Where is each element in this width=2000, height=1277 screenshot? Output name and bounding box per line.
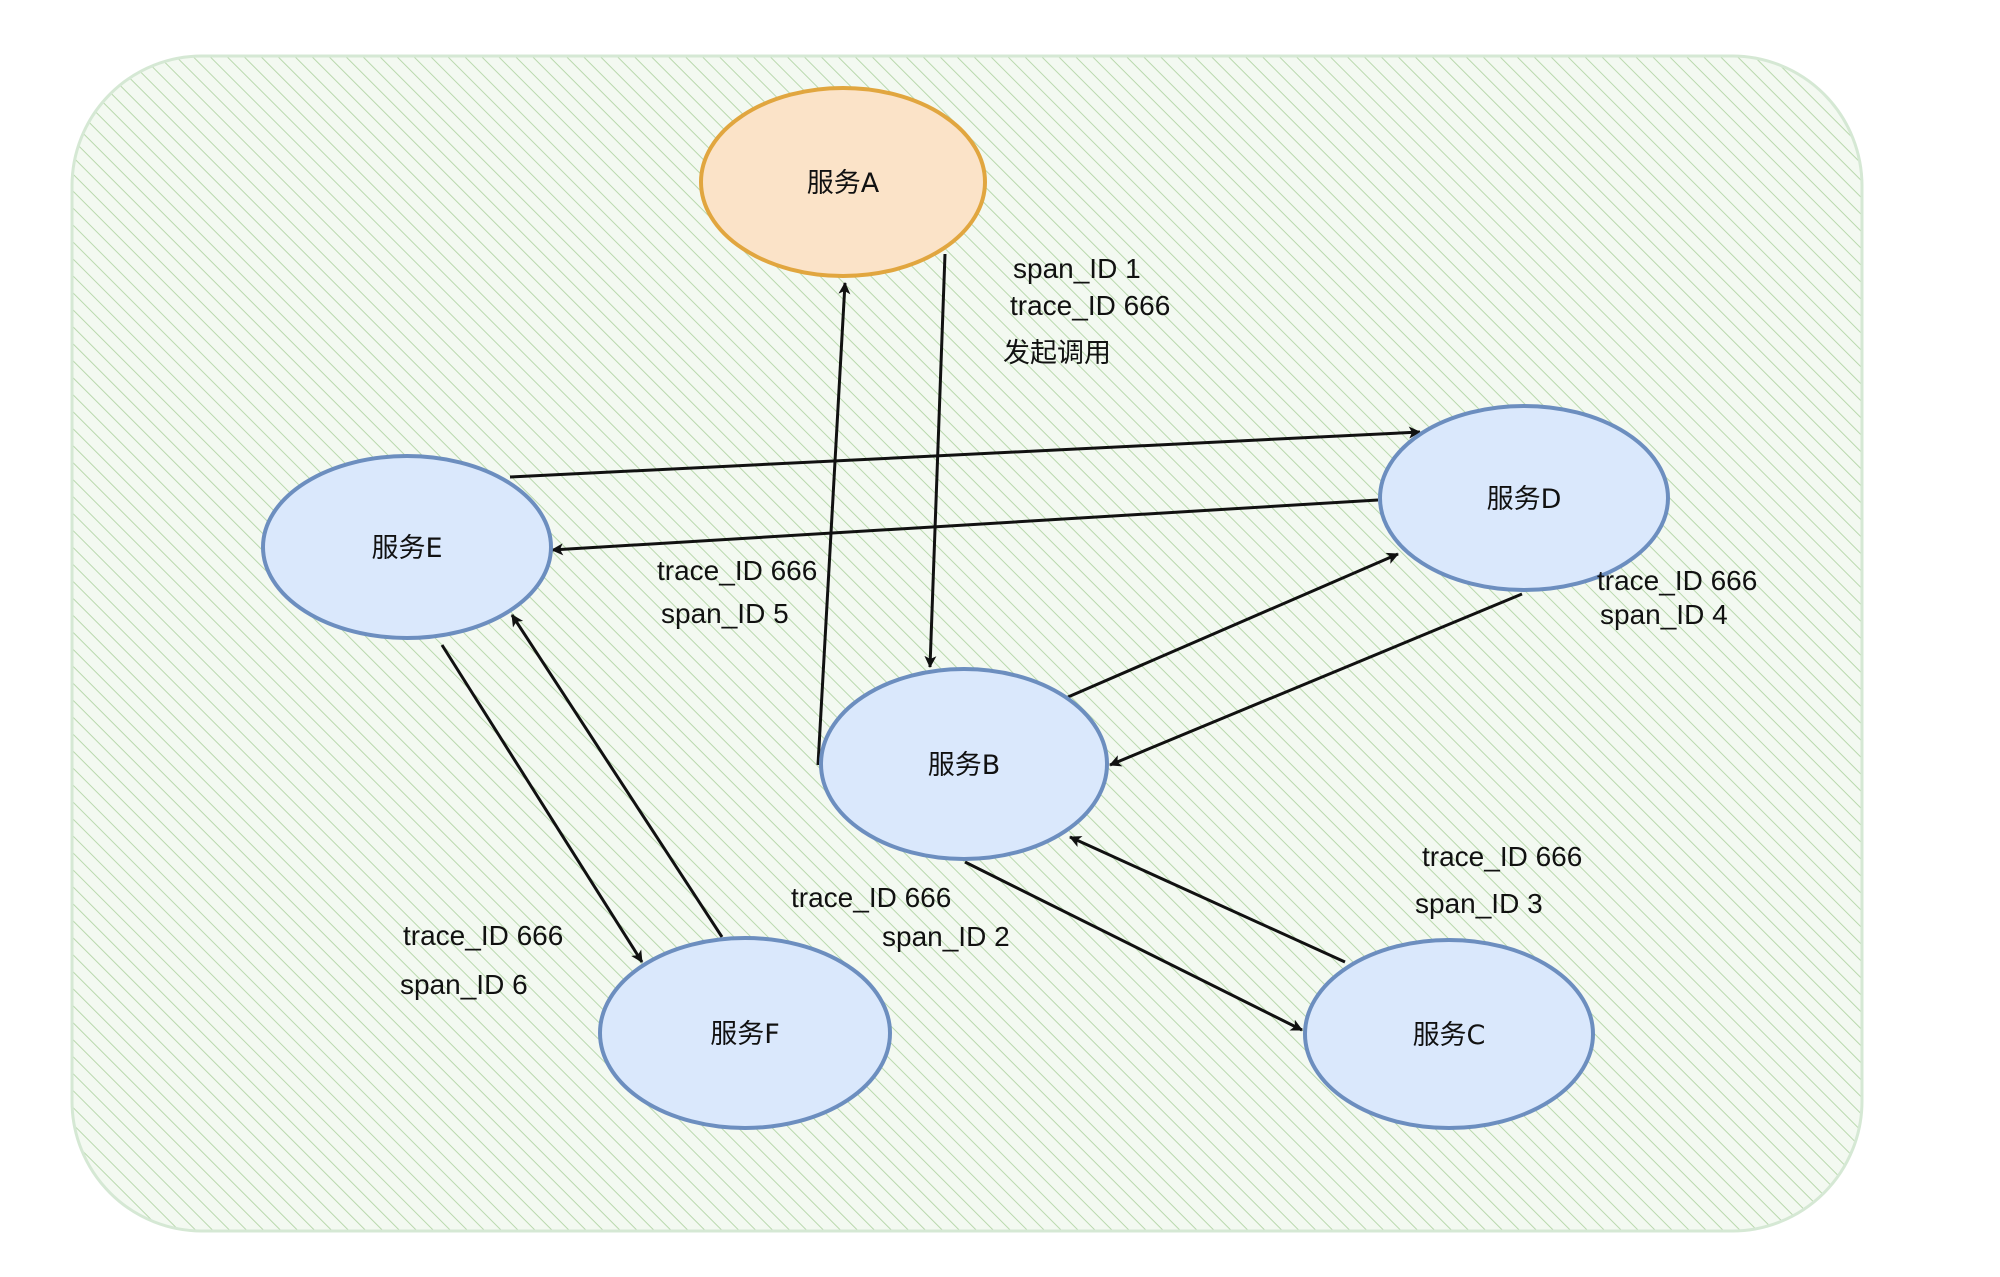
annotation-d-trace: trace_ID 666 — [1597, 565, 1757, 596]
annotation-a-trace: trace_ID 666 — [1010, 290, 1170, 321]
annotation-f-trace: trace_ID 666 — [403, 920, 563, 951]
node-service-f[interactable]: 服务F — [598, 936, 892, 1130]
edge-c-to-b[interactable] — [1069, 835, 1346, 964]
node-service-c-label: 服务C — [1413, 1020, 1486, 1051]
annotation-a-call: 发起调用 — [1003, 338, 1111, 369]
node-service-f-label: 服务F — [710, 1019, 780, 1050]
edge-b-to-d[interactable] — [1067, 552, 1399, 699]
node-service-b-label: 服务B — [928, 750, 1001, 781]
edge-e-to-f[interactable] — [440, 644, 644, 963]
annotation-c-span: span_ID 3 — [1415, 888, 1543, 919]
edge-b-to-a[interactable] — [816, 282, 851, 766]
edge-b-to-c[interactable] — [964, 860, 1303, 1032]
node-service-a-label: 服务A — [807, 168, 880, 199]
edge-a-to-b[interactable] — [924, 253, 947, 668]
container-frame — [70, 54, 1864, 1233]
node-service-e-label: 服务E — [371, 533, 442, 564]
annotations: span_ID 1 trace_ID 666 发起调用 trace_ID 666… — [400, 253, 1757, 1000]
edges — [440, 253, 1523, 1032]
edge-e-to-d[interactable] — [509, 426, 1421, 479]
node-service-c[interactable]: 服务C — [1303, 938, 1595, 1130]
edge-d-to-b[interactable] — [1109, 592, 1523, 767]
annotation-c-trace: trace_ID 666 — [1422, 841, 1582, 872]
node-service-d-label: 服务D — [1487, 484, 1562, 515]
annotation-d-span: span_ID 4 — [1600, 599, 1728, 630]
annotation-e-span: span_ID 5 — [661, 598, 789, 629]
node-service-b[interactable]: 服务B — [819, 667, 1109, 861]
node-service-d[interactable]: 服务D — [1378, 404, 1670, 592]
annotation-a-span: span_ID 1 — [1013, 253, 1141, 284]
edge-d-to-e[interactable] — [551, 498, 1379, 556]
annotation-e-trace: trace_ID 666 — [657, 555, 817, 586]
node-service-a[interactable]: 服务A — [699, 86, 987, 278]
edge-f-to-e[interactable] — [510, 614, 724, 938]
annotation-b-trace: trace_ID 666 — [791, 882, 951, 913]
node-service-e[interactable]: 服务E — [261, 454, 553, 640]
annotation-b-span: span_ID 2 — [882, 921, 1010, 952]
annotation-f-span: span_ID 6 — [400, 969, 528, 1000]
